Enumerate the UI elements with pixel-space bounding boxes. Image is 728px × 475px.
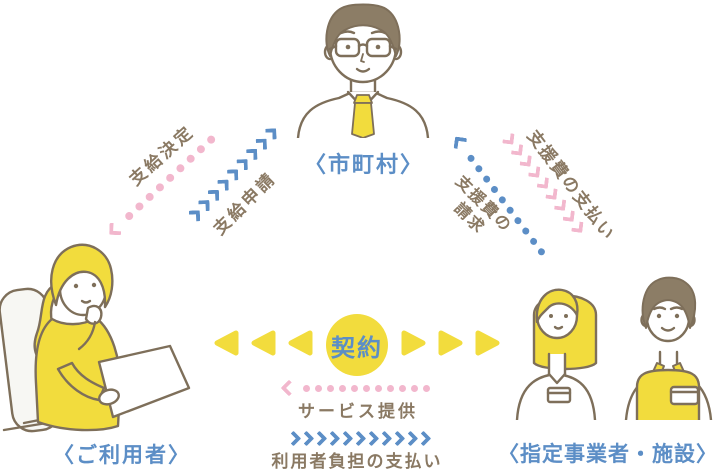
arrowhead-icon [109, 222, 122, 236]
billing-arrow-label: 支援費の請求 [450, 173, 515, 238]
chevron-icon [545, 186, 558, 200]
municipality-label: 〈市町村〉 [303, 152, 424, 177]
chevron-icon [226, 169, 238, 181]
municipality-person-illustration [296, 3, 430, 138]
left-triangle-icon [286, 330, 313, 361]
chevron-icon [528, 164, 541, 178]
left-triangle-icon [249, 330, 276, 361]
dot [528, 235, 539, 246]
chevron-icon [511, 142, 524, 156]
dot [185, 153, 197, 165]
arrowhead-icon [453, 136, 467, 150]
dot [338, 384, 346, 392]
right-triangle-icon [475, 330, 502, 361]
chevron-icon [197, 200, 210, 212]
chevron-icon [415, 430, 431, 446]
dot [326, 384, 334, 392]
dot [474, 163, 484, 173]
dot [536, 246, 547, 257]
right-triangle-icon [438, 330, 465, 361]
contract-badge: 契約 [326, 314, 388, 376]
dot [422, 384, 430, 392]
dot [497, 194, 508, 205]
dot [520, 225, 531, 236]
chevron-icon [502, 131, 515, 145]
contract-arrows-row: 契約 [211, 314, 503, 376]
dot [164, 172, 176, 184]
dot [481, 173, 492, 184]
dot [174, 162, 187, 174]
dot [350, 384, 358, 392]
chevron-icon [554, 197, 567, 211]
chevron-icon [188, 210, 200, 222]
dot [195, 143, 207, 155]
chevron-icon [562, 208, 575, 222]
chevron-icon [245, 148, 257, 161]
user-label: 〈ご利用者〉 [53, 444, 191, 467]
service-arrow-label: サービス提供 [298, 402, 418, 421]
service-dotted-arrow [280, 379, 430, 397]
provider-label: 〈指定事業者・施設〉 [498, 443, 718, 466]
user-person-illustration [0, 243, 191, 433]
dot [374, 384, 382, 392]
chevron-icon [519, 153, 532, 167]
dot [410, 384, 418, 392]
provider-staff-illustration [515, 276, 713, 420]
dot [154, 181, 166, 194]
chevron-icon [536, 175, 550, 189]
dot [133, 200, 146, 213]
chevron-icon [207, 189, 219, 202]
chevron-icon [235, 159, 248, 171]
arrowhead-icon [280, 379, 297, 397]
dot [362, 384, 370, 392]
chevron-icon [254, 138, 267, 150]
left-triangle-icon [212, 330, 239, 361]
user-payment-arrow-label: 利用者負担の支払い [271, 452, 443, 471]
dot [489, 183, 500, 194]
dot [398, 384, 406, 392]
dot [302, 384, 310, 392]
user-payment-chevron-arrow [284, 430, 432, 446]
contract-label: 契約 [331, 334, 383, 362]
right-triangle-icon [401, 330, 428, 361]
chevron-icon [216, 179, 229, 191]
dot [205, 133, 217, 146]
dot [314, 384, 322, 392]
dot [505, 204, 516, 215]
dot [144, 191, 156, 203]
chevron-icon [571, 219, 584, 233]
dot [123, 210, 135, 222]
chevron-icon [264, 128, 276, 140]
dot [466, 152, 477, 163]
dot [386, 384, 394, 392]
